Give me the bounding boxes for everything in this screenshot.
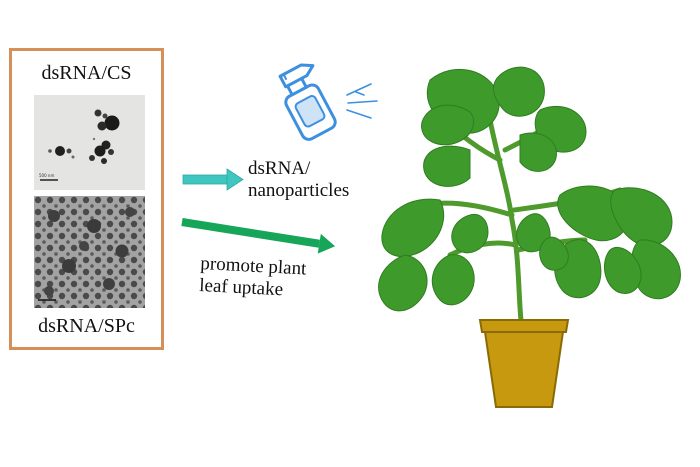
tomato-plant-icon <box>378 66 681 408</box>
cs-particles-image: 500 nm <box>34 95 145 190</box>
nanoparticles-label-line1: dsRNA/ <box>248 158 311 179</box>
green-arrow <box>181 218 336 254</box>
micrograph-panel: dsRNA/CS 500 nm <box>9 48 164 350</box>
dsrna-spc-micrograph <box>34 196 145 308</box>
nanoparticles-label-line2: nanoparticles <box>248 180 350 201</box>
nanoparticles-label: dsRNA/ nanoparticles <box>248 158 349 202</box>
spc-particles-image <box>34 196 145 308</box>
teal-arrow <box>182 168 244 191</box>
uptake-label: promote plant leaf uptake <box>199 253 307 302</box>
dsrna-spc-label: dsRNA/SPc <box>38 315 135 337</box>
dsrna-cs-label: dsRNA/CS <box>41 62 132 84</box>
scale-bar-text: 500 nm <box>39 173 54 178</box>
spray-bottle-icon <box>278 63 337 141</box>
dsrna-cs-micrograph: 500 nm <box>34 95 145 190</box>
spray-mist-icon <box>346 83 378 119</box>
flower-pot <box>478 319 570 408</box>
